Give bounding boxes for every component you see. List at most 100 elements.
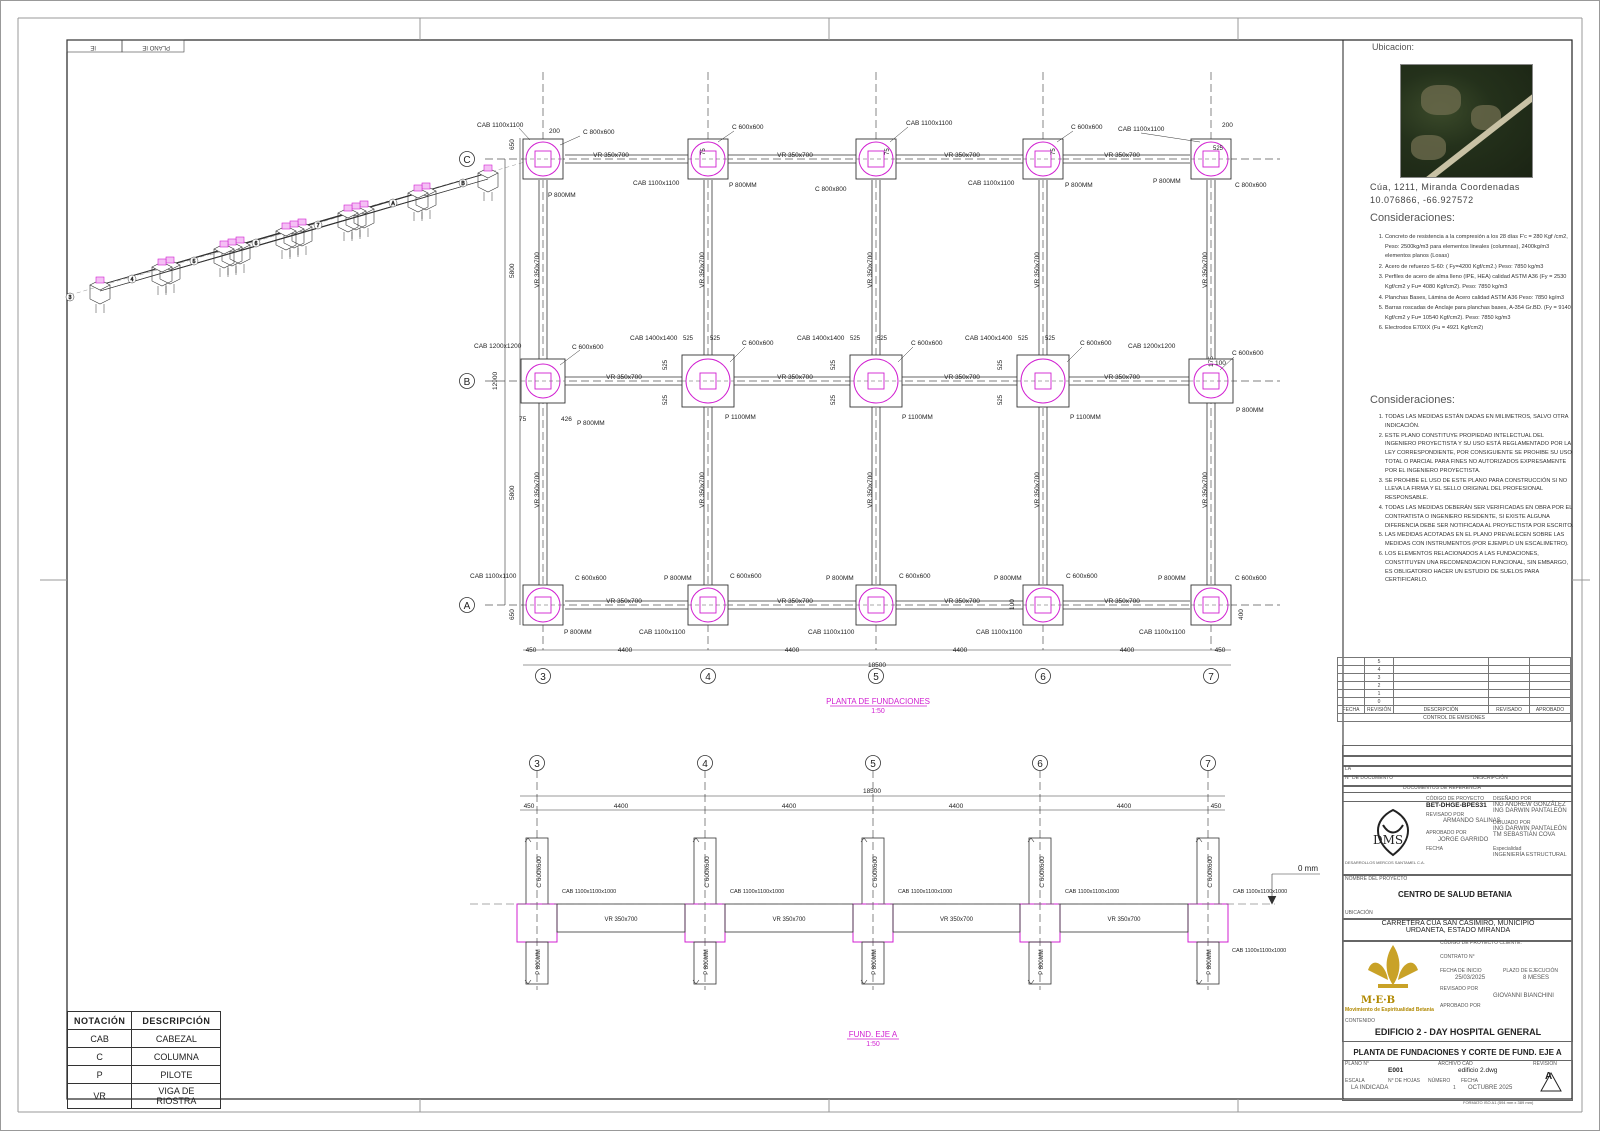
svg-text:PLANO IE: PLANO IE bbox=[142, 44, 170, 50]
dimension-label: 75 bbox=[701, 148, 707, 155]
pile-cap bbox=[1022, 584, 1064, 626]
consideration-item: Perfiles de acero de alma lleno (IPE, HE… bbox=[1385, 273, 1575, 292]
dimension-label: 18500 bbox=[868, 662, 886, 669]
dimension-label: 450 bbox=[1211, 803, 1222, 810]
iso-bubble-label: 4 bbox=[131, 277, 134, 283]
section-title: FUND. EJE A bbox=[849, 1030, 898, 1039]
pile-elevation bbox=[1196, 941, 1220, 985]
element-label: P 1100MM bbox=[902, 414, 933, 421]
grid-bubble bbox=[1035, 668, 1051, 684]
grid-bubble bbox=[868, 668, 884, 684]
iso-cap-side bbox=[291, 227, 313, 247]
project-code-label: CÓDIGO DE PROYECTO bbox=[1426, 796, 1484, 802]
leader-line bbox=[1056, 130, 1074, 143]
pile-cap bbox=[522, 138, 564, 180]
scale-value: LA INDICADA bbox=[1351, 1085, 1389, 1091]
beam-label: VR 350x700 bbox=[1034, 472, 1041, 508]
beam-label: VR 350x700 bbox=[777, 598, 813, 605]
pile-cap bbox=[855, 584, 897, 626]
leader-line bbox=[897, 346, 914, 363]
iso-bubble bbox=[388, 198, 398, 208]
sheet-number: E001 bbox=[1388, 1067, 1404, 1074]
dimension-label: 75 bbox=[519, 416, 527, 423]
iso-column bbox=[219, 240, 229, 248]
column-label: C 600x600 bbox=[1207, 856, 1214, 888]
break-mark bbox=[1195, 837, 1203, 985]
reviewed-2: GIOVANNI BIANCHINI bbox=[1493, 993, 1554, 999]
dimension-label: 525 bbox=[850, 336, 861, 342]
building-name: EDIFICIO 2 - DAY HOSPITAL GENERAL bbox=[1374, 1027, 1542, 1037]
tb-rule bbox=[1342, 918, 1573, 942]
element-label: CAB 1100x1100 bbox=[968, 180, 1015, 187]
pile-cap bbox=[1190, 584, 1232, 626]
cap-label: CAB 1100x1100x1000 bbox=[562, 889, 616, 895]
control-label: CONTROL DE EMISIONES bbox=[1337, 713, 1571, 722]
element-label: CAB 1100x1100 bbox=[477, 122, 524, 129]
grid-bubble-label: 7 bbox=[1208, 672, 1214, 683]
pile-cap bbox=[1190, 138, 1232, 180]
speciality-label: Especialidad bbox=[1493, 846, 1522, 852]
iso-bubble-label: 3 bbox=[69, 295, 72, 301]
grid-bubble-label: 7 bbox=[1205, 759, 1211, 770]
location-map-image bbox=[1400, 64, 1533, 178]
dimension-label: 4400 bbox=[782, 803, 797, 810]
pile-label: P 800MM bbox=[1039, 949, 1045, 975]
grid-bubble-label: 3 bbox=[534, 759, 540, 770]
iso-bubble-label: A bbox=[391, 201, 395, 207]
iso-cap-side bbox=[353, 209, 375, 229]
element-label: P 800MM bbox=[1158, 575, 1186, 582]
beam-label: VR 350x700 bbox=[1202, 252, 1209, 288]
plan-title: PLANTA DE FUNDACIONES bbox=[826, 697, 930, 706]
tb-rule bbox=[1342, 755, 1573, 757]
dimension-label: 450 bbox=[524, 803, 535, 810]
iso-column bbox=[235, 236, 245, 244]
dimension-label: 4400 bbox=[785, 647, 800, 654]
element-label: CAB 1100x1100 bbox=[1118, 126, 1165, 133]
pile-label: P 800MM bbox=[1207, 949, 1213, 975]
dimension-label: 4400 bbox=[614, 803, 629, 810]
cap-label: CAB 1100x1100x1000 bbox=[1065, 889, 1119, 895]
term: 8 MESES bbox=[1523, 975, 1550, 981]
dimension-label: 4400 bbox=[618, 647, 633, 654]
project-name-label: NOMBRE DEL PROYECTO bbox=[1345, 876, 1408, 882]
revision-triangle bbox=[1540, 1071, 1562, 1092]
consideration-item: Este plano constituye propiedad intelect… bbox=[1385, 432, 1575, 476]
reviewed-by-label: REVISADO POR bbox=[1426, 812, 1465, 818]
grid-bubble bbox=[697, 755, 713, 771]
iso-cap-side bbox=[477, 173, 499, 193]
revision-row: 2 bbox=[1337, 681, 1571, 690]
project-info-area bbox=[1342, 792, 1573, 876]
pile-elevation bbox=[861, 941, 885, 985]
reference-docs-area bbox=[1342, 745, 1573, 802]
iso-bubble-label: B bbox=[461, 181, 465, 187]
grid-bubble-label: 5 bbox=[870, 759, 876, 770]
pile-label: P 800MM bbox=[872, 949, 878, 975]
element-label: CAB 1400x1400 bbox=[965, 335, 1013, 342]
iso-column bbox=[343, 204, 353, 212]
level-label: 0 mm bbox=[1298, 864, 1318, 873]
meb-logo-sub: Movimiento de Espiritualidad Betania bbox=[1345, 1007, 1434, 1013]
isometric-view: CBA34567 bbox=[65, 158, 538, 313]
location-label: Ubicacion: bbox=[1372, 42, 1415, 52]
grid-bubble-label: 5 bbox=[873, 672, 879, 683]
dms-logo-text: DMS bbox=[1373, 833, 1404, 847]
element-label: P 1100MM bbox=[1070, 414, 1101, 421]
consideration-item: Planchas Bases, Lámina de Acero calidad … bbox=[1385, 294, 1575, 304]
iso-cap-side bbox=[151, 267, 173, 287]
iso-cap-side bbox=[229, 245, 251, 265]
meb-logo-text: M·E·B bbox=[1361, 995, 1396, 1006]
dimension-label: 4400 bbox=[1117, 803, 1132, 810]
approved-2-label: APROBADO POR bbox=[1440, 1003, 1481, 1009]
leader-line bbox=[717, 130, 735, 143]
element-label: CAB 1100x1100 bbox=[808, 629, 855, 636]
coordinates-text: Cúa, 1211, Miranda Coordenadas 10.076866… bbox=[1370, 182, 1520, 205]
project-code: BET-DHGE-BPES31 bbox=[1426, 802, 1487, 809]
dimension-label: 400 bbox=[1238, 609, 1245, 620]
beam-label: VR 350x700 bbox=[940, 917, 974, 923]
pile-cap bbox=[687, 138, 729, 180]
iso-cap-side bbox=[89, 285, 111, 305]
